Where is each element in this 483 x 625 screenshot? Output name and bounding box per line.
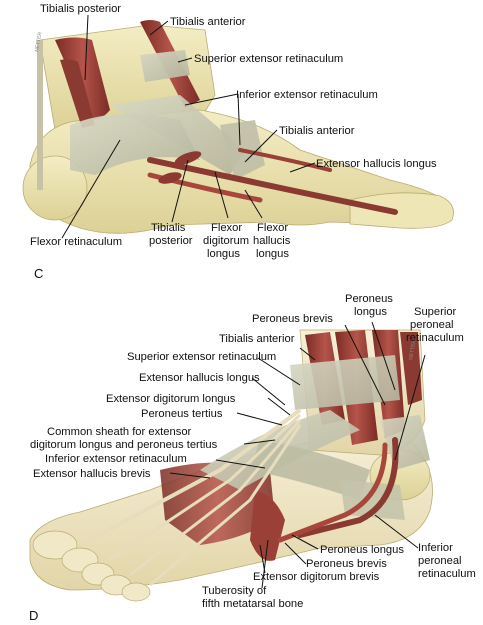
label-c-tibialis-anterior-mid: Tibialis anterior <box>279 125 355 137</box>
label-c-inferior-extensor-retinaculum: Inferior extensor retinaculum <box>236 89 378 101</box>
label-d-peroneus-longus-top-line2: longus <box>354 306 387 318</box>
label-d-peroneus-longus-top-line1: Peroneus <box>345 293 393 305</box>
label-c-extensor-hallucis-longus: Extensor hallucis longus <box>316 158 437 170</box>
panel-d-illustration: NETTER <box>29 329 433 602</box>
label-c-tibialis-posterior-bottom-line2: posterior <box>149 235 193 247</box>
label-d-superior-peroneal-line2: peroneal <box>410 319 454 331</box>
label-d-inferior-peroneal-line1: Inferior <box>418 542 453 554</box>
panel-letter-c: C <box>34 266 43 281</box>
label-c-flexor-hallucis-line1: Flexor <box>257 222 288 234</box>
label-c-tibialis-posterior: Tibialis posterior <box>40 3 121 15</box>
panel-c-illustration: NETTER <box>22 20 454 234</box>
label-d-inferior-peroneal-line3: retinaculum <box>418 568 476 580</box>
panel-letter-d: D <box>29 608 38 623</box>
label-d-tuberosity-line2: fifth metatarsal bone <box>202 598 303 610</box>
label-d-extensor-digitorum-longus: Extensor digitorum longus <box>106 393 236 405</box>
panel-c-labels: Tibialis posterior Tibialis anterior Sup… <box>30 3 437 281</box>
label-d-tibialis-anterior: Tibialis anterior <box>219 333 295 345</box>
label-d-common-sheath-line1: Common sheath for extensor <box>47 426 192 438</box>
label-c-tibialis-anterior-top: Tibialis anterior <box>170 16 246 28</box>
svg-text:NETTER: NETTER <box>408 339 417 360</box>
panel-d-leaders <box>169 321 426 589</box>
svg-text:NETTER: NETTER <box>34 31 43 52</box>
panel-d-labels: Peroneus longus Superior peroneal retina… <box>29 293 476 623</box>
label-c-flexor-retinaculum: Flexor retinaculum <box>30 236 122 248</box>
label-c-superior-extensor-retinaculum: Superior extensor retinaculum <box>194 53 343 65</box>
label-c-tibialis-posterior-bottom-line1: Tibialis <box>151 222 186 234</box>
label-d-inferior-extensor-retinaculum: Inferior extensor retinaculum <box>45 453 187 465</box>
label-d-superior-peroneal-line3: retinaculum <box>406 332 464 344</box>
label-d-extensor-digitorum-brevis: Extensor digitorum brevis <box>253 571 380 583</box>
label-d-extensor-hallucis-longus: Extensor hallucis longus <box>139 372 260 384</box>
label-d-superior-extensor-retinaculum: Superior extensor retinaculum <box>127 351 276 363</box>
panel-c-leaders <box>61 14 316 239</box>
label-d-common-sheath-line2: digitorum longus and peroneus tertius <box>30 439 218 451</box>
label-d-peroneus-tertius: Peroneus tertius <box>141 408 223 420</box>
label-d-peroneus-brevis-bottom: Peroneus brevis <box>306 558 387 570</box>
label-c-flexor-digitorum-line2: digitorum <box>203 235 249 247</box>
label-d-superior-peroneal-line1: Superior <box>414 306 457 318</box>
label-d-inferior-peroneal-line2: peroneal <box>418 555 462 567</box>
label-d-peroneus-brevis-top: Peroneus brevis <box>252 313 333 325</box>
label-d-peroneus-longus-bottom: Peroneus longus <box>320 544 404 556</box>
label-c-flexor-digitorum-line3: longus <box>207 248 240 260</box>
label-c-flexor-digitorum-line1: Flexor <box>211 222 242 234</box>
label-d-tuberosity-line1: Tuberosity of <box>202 585 267 597</box>
label-c-flexor-hallucis-line3: longus <box>256 248 289 260</box>
label-c-flexor-hallucis-line2: hallucis <box>253 235 291 247</box>
label-d-extensor-hallucis-brevis: Extensor hallucis brevis <box>33 468 151 480</box>
